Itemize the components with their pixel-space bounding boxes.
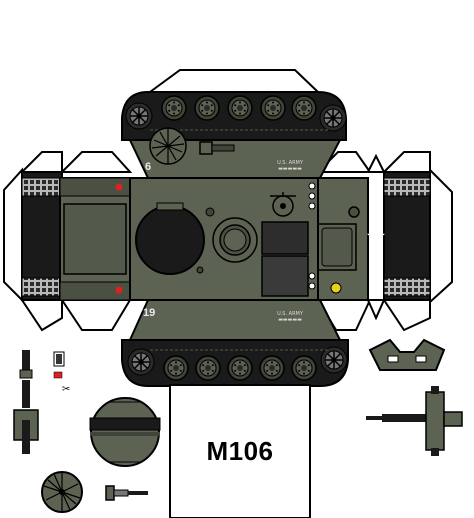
road-wheel-icon [227,355,253,381]
road-wheel-icon [291,355,317,381]
mortar-hatch [135,205,205,275]
road-wheel-icon [291,95,317,121]
road-wheel-icon [259,355,285,381]
base-tab [169,384,311,518]
road-wheel-icon [195,355,221,381]
sprocket-icon [127,348,155,376]
right-side-flaps [315,151,453,332]
sprocket-icon [125,102,153,130]
mortar-assembly-part [366,386,463,456]
bridge-mount-part [368,338,446,371]
road-wheel-icon [260,95,286,121]
mortar-tube-part [13,350,39,454]
tail-light-icon [115,286,123,294]
machine-gun-part [105,485,148,501]
hull-number-rear: 6 [145,161,151,173]
road-wheel-icon [194,95,220,121]
bridge-plate-icon [330,282,342,294]
tail-light-icon [115,183,123,191]
scissors-icon: ✂ [62,384,70,395]
road-wheel-icon [163,355,189,381]
cupola-dome-part [89,397,161,467]
bottom-track-flap [121,339,349,387]
small-parts: ✂ [53,351,70,395]
svg-text:▬▬▬▬▬: ▬▬▬▬▬ [278,166,302,172]
main-hull: U.S. ARMY ▬▬▬▬▬ U.S. ARMY ▬▬▬▬▬ 6 19 [59,127,342,341]
hull-number-front: 19 [143,307,155,319]
svg-text:▬▬▬▬▬: ▬▬▬▬▬ [278,317,302,323]
road-wheel-icon [161,95,187,121]
top-track-flap [121,69,347,141]
white-star-icon [366,227,386,245]
sprocket-icon [319,104,347,132]
road-wheel-icon [227,95,253,121]
wheel-part [41,471,83,513]
stencil-text-top: U.S. ARMY [277,160,304,166]
mortar-sight [149,127,235,165]
left-side-flaps [3,151,133,332]
sprocket-icon [320,346,348,374]
driver-hatch [261,221,309,255]
front-plate [308,177,386,301]
stencil-text-bottom: U.S. ARMY [277,311,304,317]
